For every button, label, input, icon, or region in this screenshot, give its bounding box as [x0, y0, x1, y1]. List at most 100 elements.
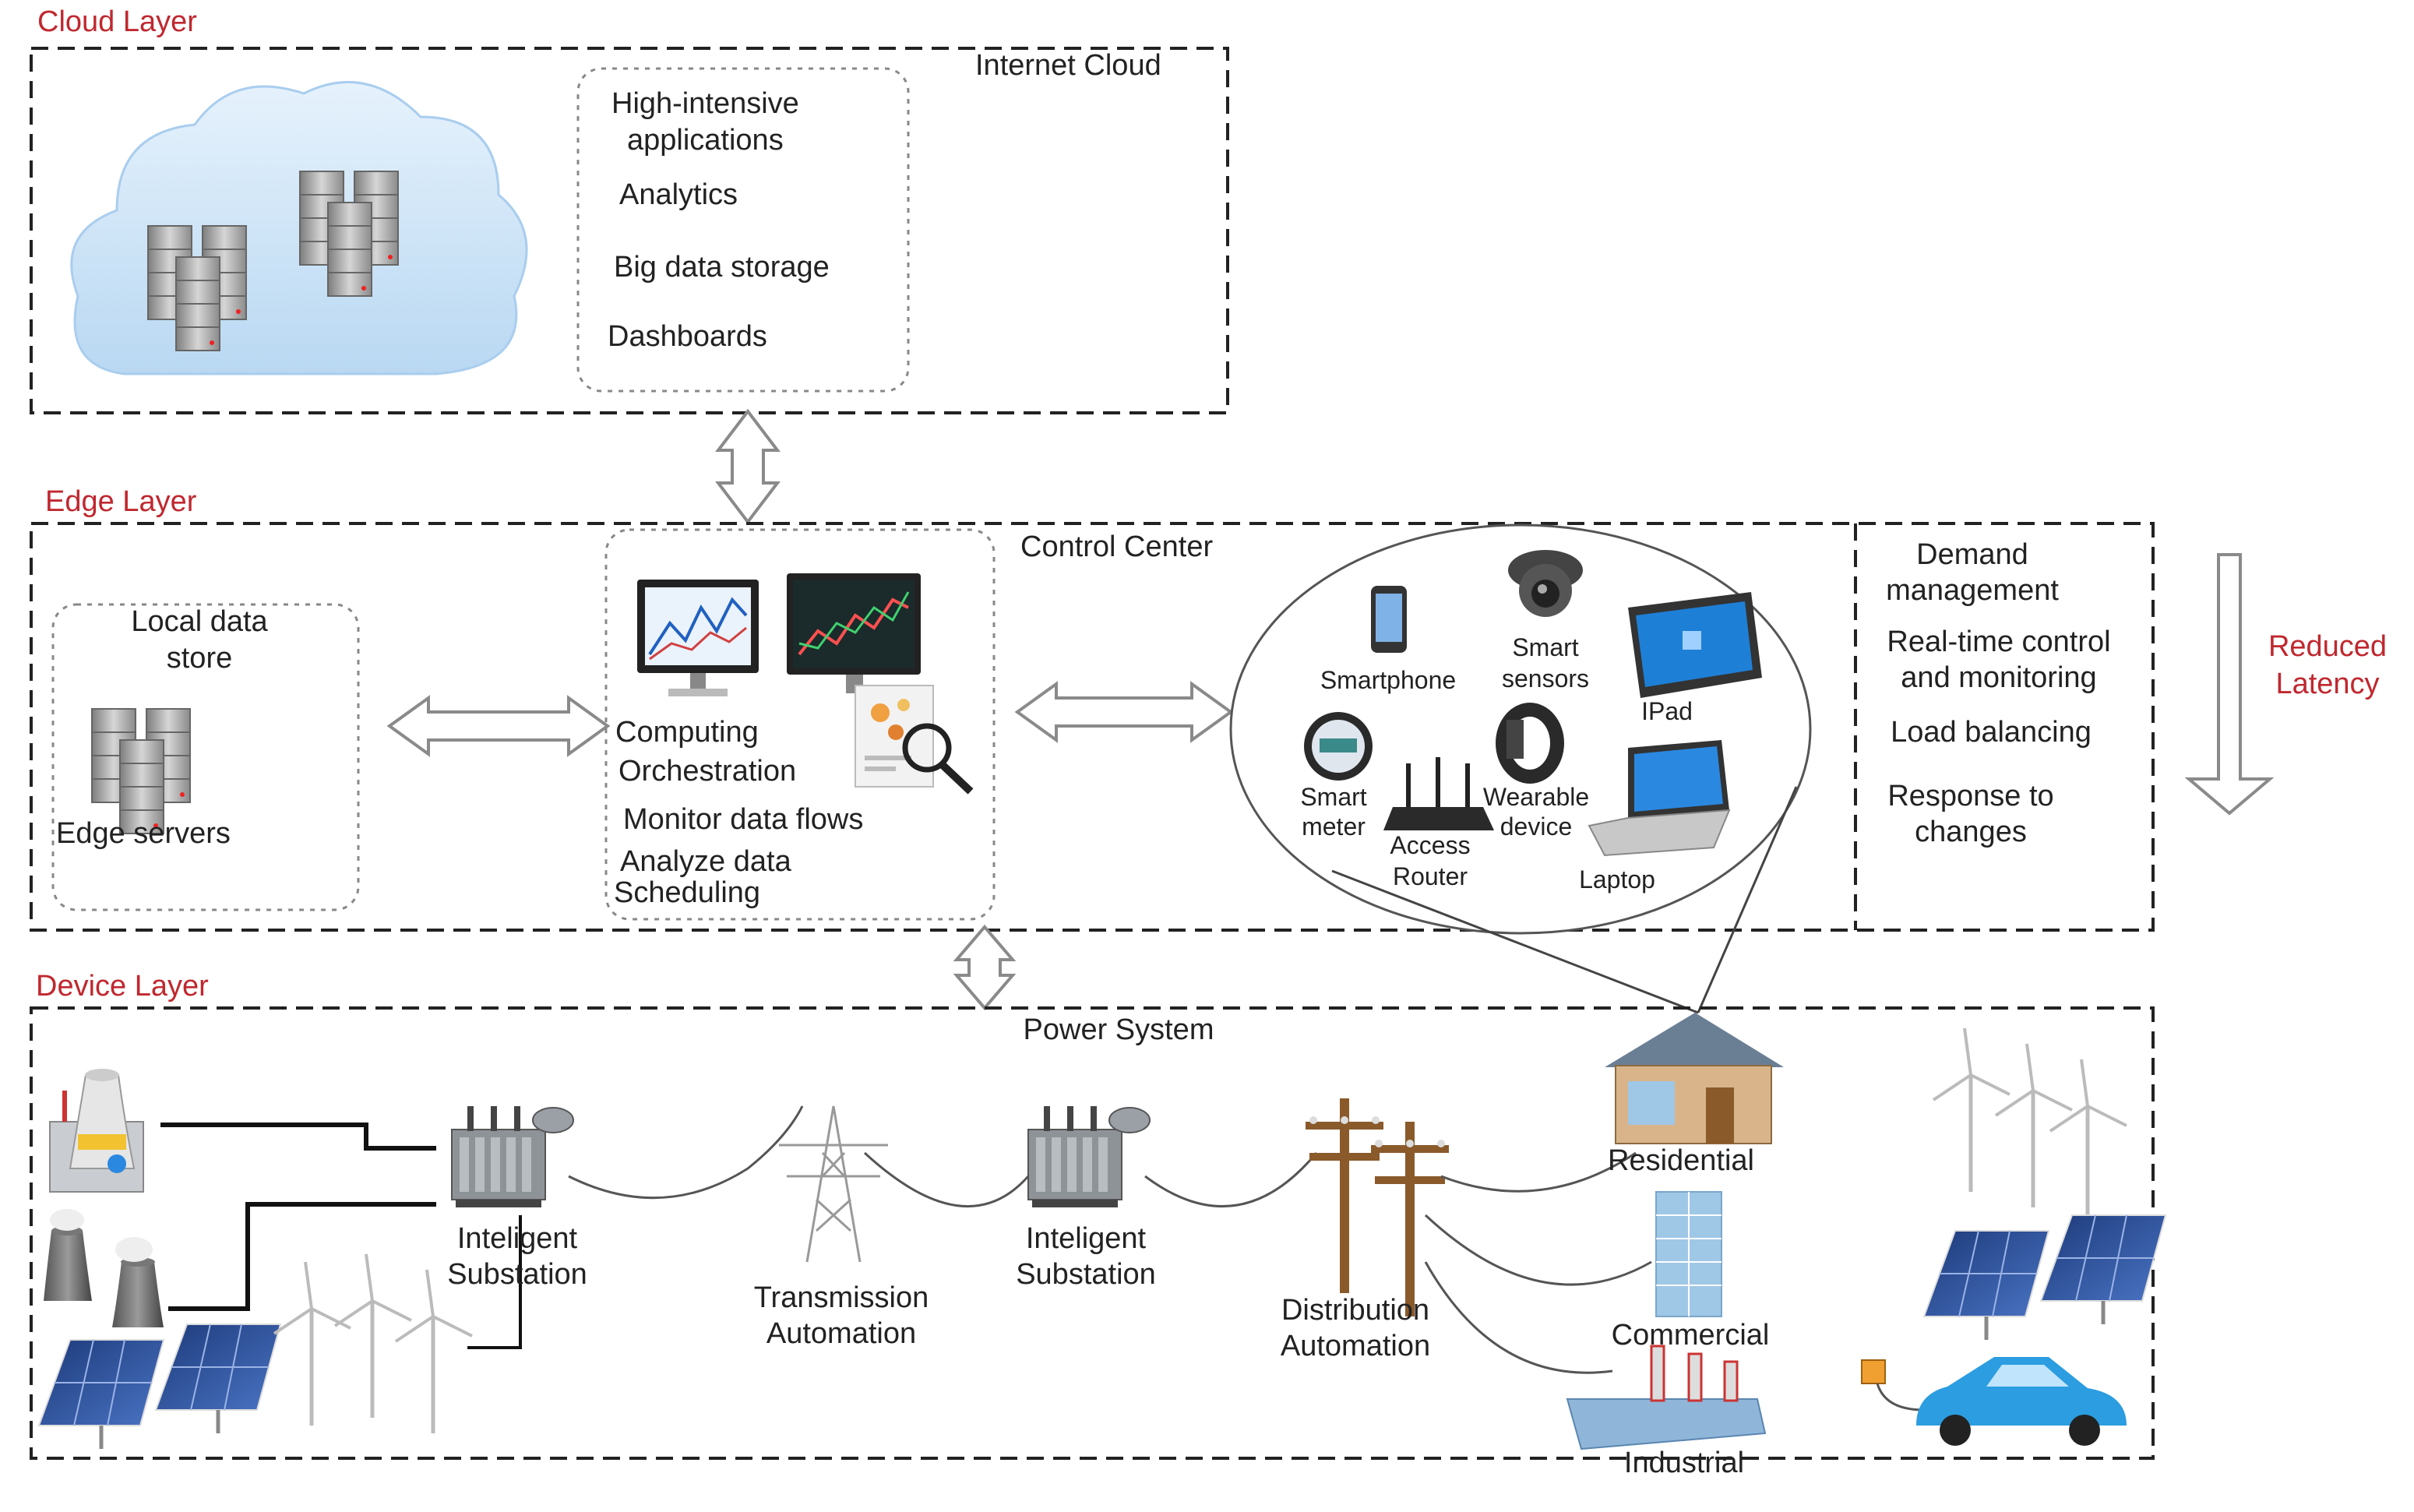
electric-car-icon	[1861, 1357, 2127, 1446]
coal-plant-icon	[44, 1209, 164, 1327]
function-scheduling: Scheduling	[614, 876, 760, 909]
control-devices-arrow	[1014, 681, 1234, 743]
laptop-label: Laptop	[1579, 865, 1655, 893]
substation-1-icon	[451, 1105, 574, 1208]
coal-feed-line	[168, 1202, 436, 1311]
service-analytics: Analytics	[619, 178, 738, 211]
benefit-and-monitoring: and monitoring	[1901, 661, 2096, 694]
cloud-layer-label: Cloud Layer	[37, 5, 197, 38]
power-line-1	[568, 1105, 804, 1200]
trading-monitor-icon	[787, 573, 921, 693]
function-orchestration: Orchestration	[618, 755, 796, 788]
edge-servers-icon	[92, 709, 190, 834]
benefit-management: management	[1886, 574, 2059, 607]
industrial-label: Industrial	[1624, 1447, 1744, 1479]
device-layer-label: Device Layer	[36, 970, 209, 1003]
control-center-title: Control Center	[1020, 530, 1213, 563]
substation-1-label-2: Substation	[447, 1258, 587, 1291]
industrial-factory-icon	[1566, 1345, 1767, 1450]
line-to-residential	[1440, 1151, 1637, 1193]
service-big-data-storage: Big data storage	[614, 251, 830, 284]
reduced-label: Reduced	[2268, 630, 2387, 663]
solar-panels-left-icon	[39, 1324, 280, 1449]
line-to-industrial	[1424, 1261, 1613, 1374]
edge-layer: Edge Layer Local data store Edge servers…	[30, 485, 2387, 935]
benefit-real-time-control: Real-time control	[1887, 626, 2110, 658]
smart-sensor-icon	[1508, 550, 1583, 617]
nuclear-feed-line	[160, 1123, 436, 1151]
benefit-demand: Demand	[1916, 538, 2028, 571]
smart-sensors-label-2: sensors	[1502, 664, 1589, 693]
power-line-3	[1144, 1152, 1318, 1208]
solar-panels-right-icon	[1924, 1215, 2166, 1340]
cloud-layer: Cloud Layer Internet Cloud High-intensiv…	[30, 5, 1229, 414]
nuclear-plant-icon	[49, 1069, 144, 1193]
edge-device-arrow	[953, 924, 1017, 1011]
wearable-device-icon	[1496, 703, 1564, 784]
cloud-icon	[70, 80, 528, 375]
service-dashboards: Dashboards	[608, 320, 767, 353]
smart-meter-icon	[1304, 712, 1373, 781]
cloud-services-box	[576, 67, 910, 393]
benefit-load-balancing: Load balancing	[1891, 716, 2092, 749]
ipad-icon	[1628, 592, 1762, 698]
line-to-commercial	[1424, 1214, 1652, 1286]
device-layer: Device Layer Power System	[30, 970, 2166, 1479]
edge-servers-label: Edge servers	[56, 817, 231, 850]
wind-turbines-right-icon	[1933, 1028, 2127, 1223]
residential-house-icon	[1605, 1013, 1784, 1144]
device-house-connector-left	[1331, 869, 1699, 1014]
substation-2-label-1: Inteligent	[1026, 1222, 1147, 1255]
substation-2-label-2: Substation	[1016, 1258, 1156, 1291]
wind-feed-line	[467, 1215, 522, 1349]
service-applications: applications	[627, 124, 784, 157]
edge-benefits-list: Demand management Real-time control and …	[1886, 538, 2111, 848]
edge-layer-box	[30, 522, 2155, 932]
edge-layer-label: Edge Layer	[45, 485, 197, 518]
store-label: store	[167, 642, 232, 675]
store-control-arrow	[386, 695, 611, 757]
distribution-poles-icon	[1306, 1098, 1449, 1316]
commercial-building-icon	[1655, 1191, 1722, 1317]
transmission-label-1: Transmission	[754, 1281, 929, 1314]
transmission-tower-icon	[779, 1105, 888, 1263]
control-center-box	[604, 528, 996, 921]
function-analyze-data: Analyze data	[620, 845, 792, 878]
access-router-label-2: Router	[1393, 862, 1468, 890]
smartphone-label: Smartphone	[1320, 666, 1456, 694]
smartphone-icon	[1371, 586, 1407, 653]
smart-meter-label-1: Smart	[1300, 783, 1366, 811]
monitor-chart-icon	[637, 580, 759, 696]
device-house-connector-right	[1697, 786, 1798, 1013]
residential-label: Residential	[1608, 1144, 1754, 1177]
wind-turbines-left-icon	[274, 1254, 472, 1433]
service-high-intensive: High-intensive	[611, 87, 799, 120]
ipad-label: IPad	[1641, 697, 1693, 725]
latency-arrow	[2184, 553, 2275, 816]
substation-2-icon	[1027, 1105, 1151, 1208]
transmission-label-2: Automation	[766, 1317, 916, 1350]
internet-cloud-title: Internet Cloud	[975, 49, 1161, 82]
cloud-edge-arrow	[714, 408, 781, 525]
cloud-layer-box	[30, 47, 1229, 414]
commercial-label: Commercial	[1612, 1319, 1770, 1352]
latency-label: Latency	[2275, 668, 2379, 700]
smart-sensors-label-1: Smart	[1512, 633, 1578, 661]
distribution-label-1: Distribution	[1281, 1294, 1429, 1327]
devices-group: Smartphone Smart sensors IPad Smart	[1229, 523, 1812, 935]
power-line-2	[863, 1151, 1030, 1208]
local-data-label: Local data	[131, 605, 268, 638]
access-router-label-1: Access	[1390, 831, 1470, 859]
access-router-icon	[1383, 757, 1494, 830]
smart-meter-label-2: meter	[1302, 812, 1366, 841]
benefit-response-to: Response to	[1887, 780, 2053, 812]
power-system-title: Power System	[1024, 1013, 1214, 1046]
function-monitor-data-flows: Monitor data flows	[623, 803, 863, 836]
wearable-label-2: device	[1500, 812, 1573, 841]
local-data-store-box	[51, 603, 360, 911]
laptop-icon	[1588, 740, 1731, 857]
data-analysis-icon	[855, 685, 974, 795]
benefit-changes: changes	[1915, 816, 2027, 848]
function-computing: Computing	[615, 716, 759, 749]
